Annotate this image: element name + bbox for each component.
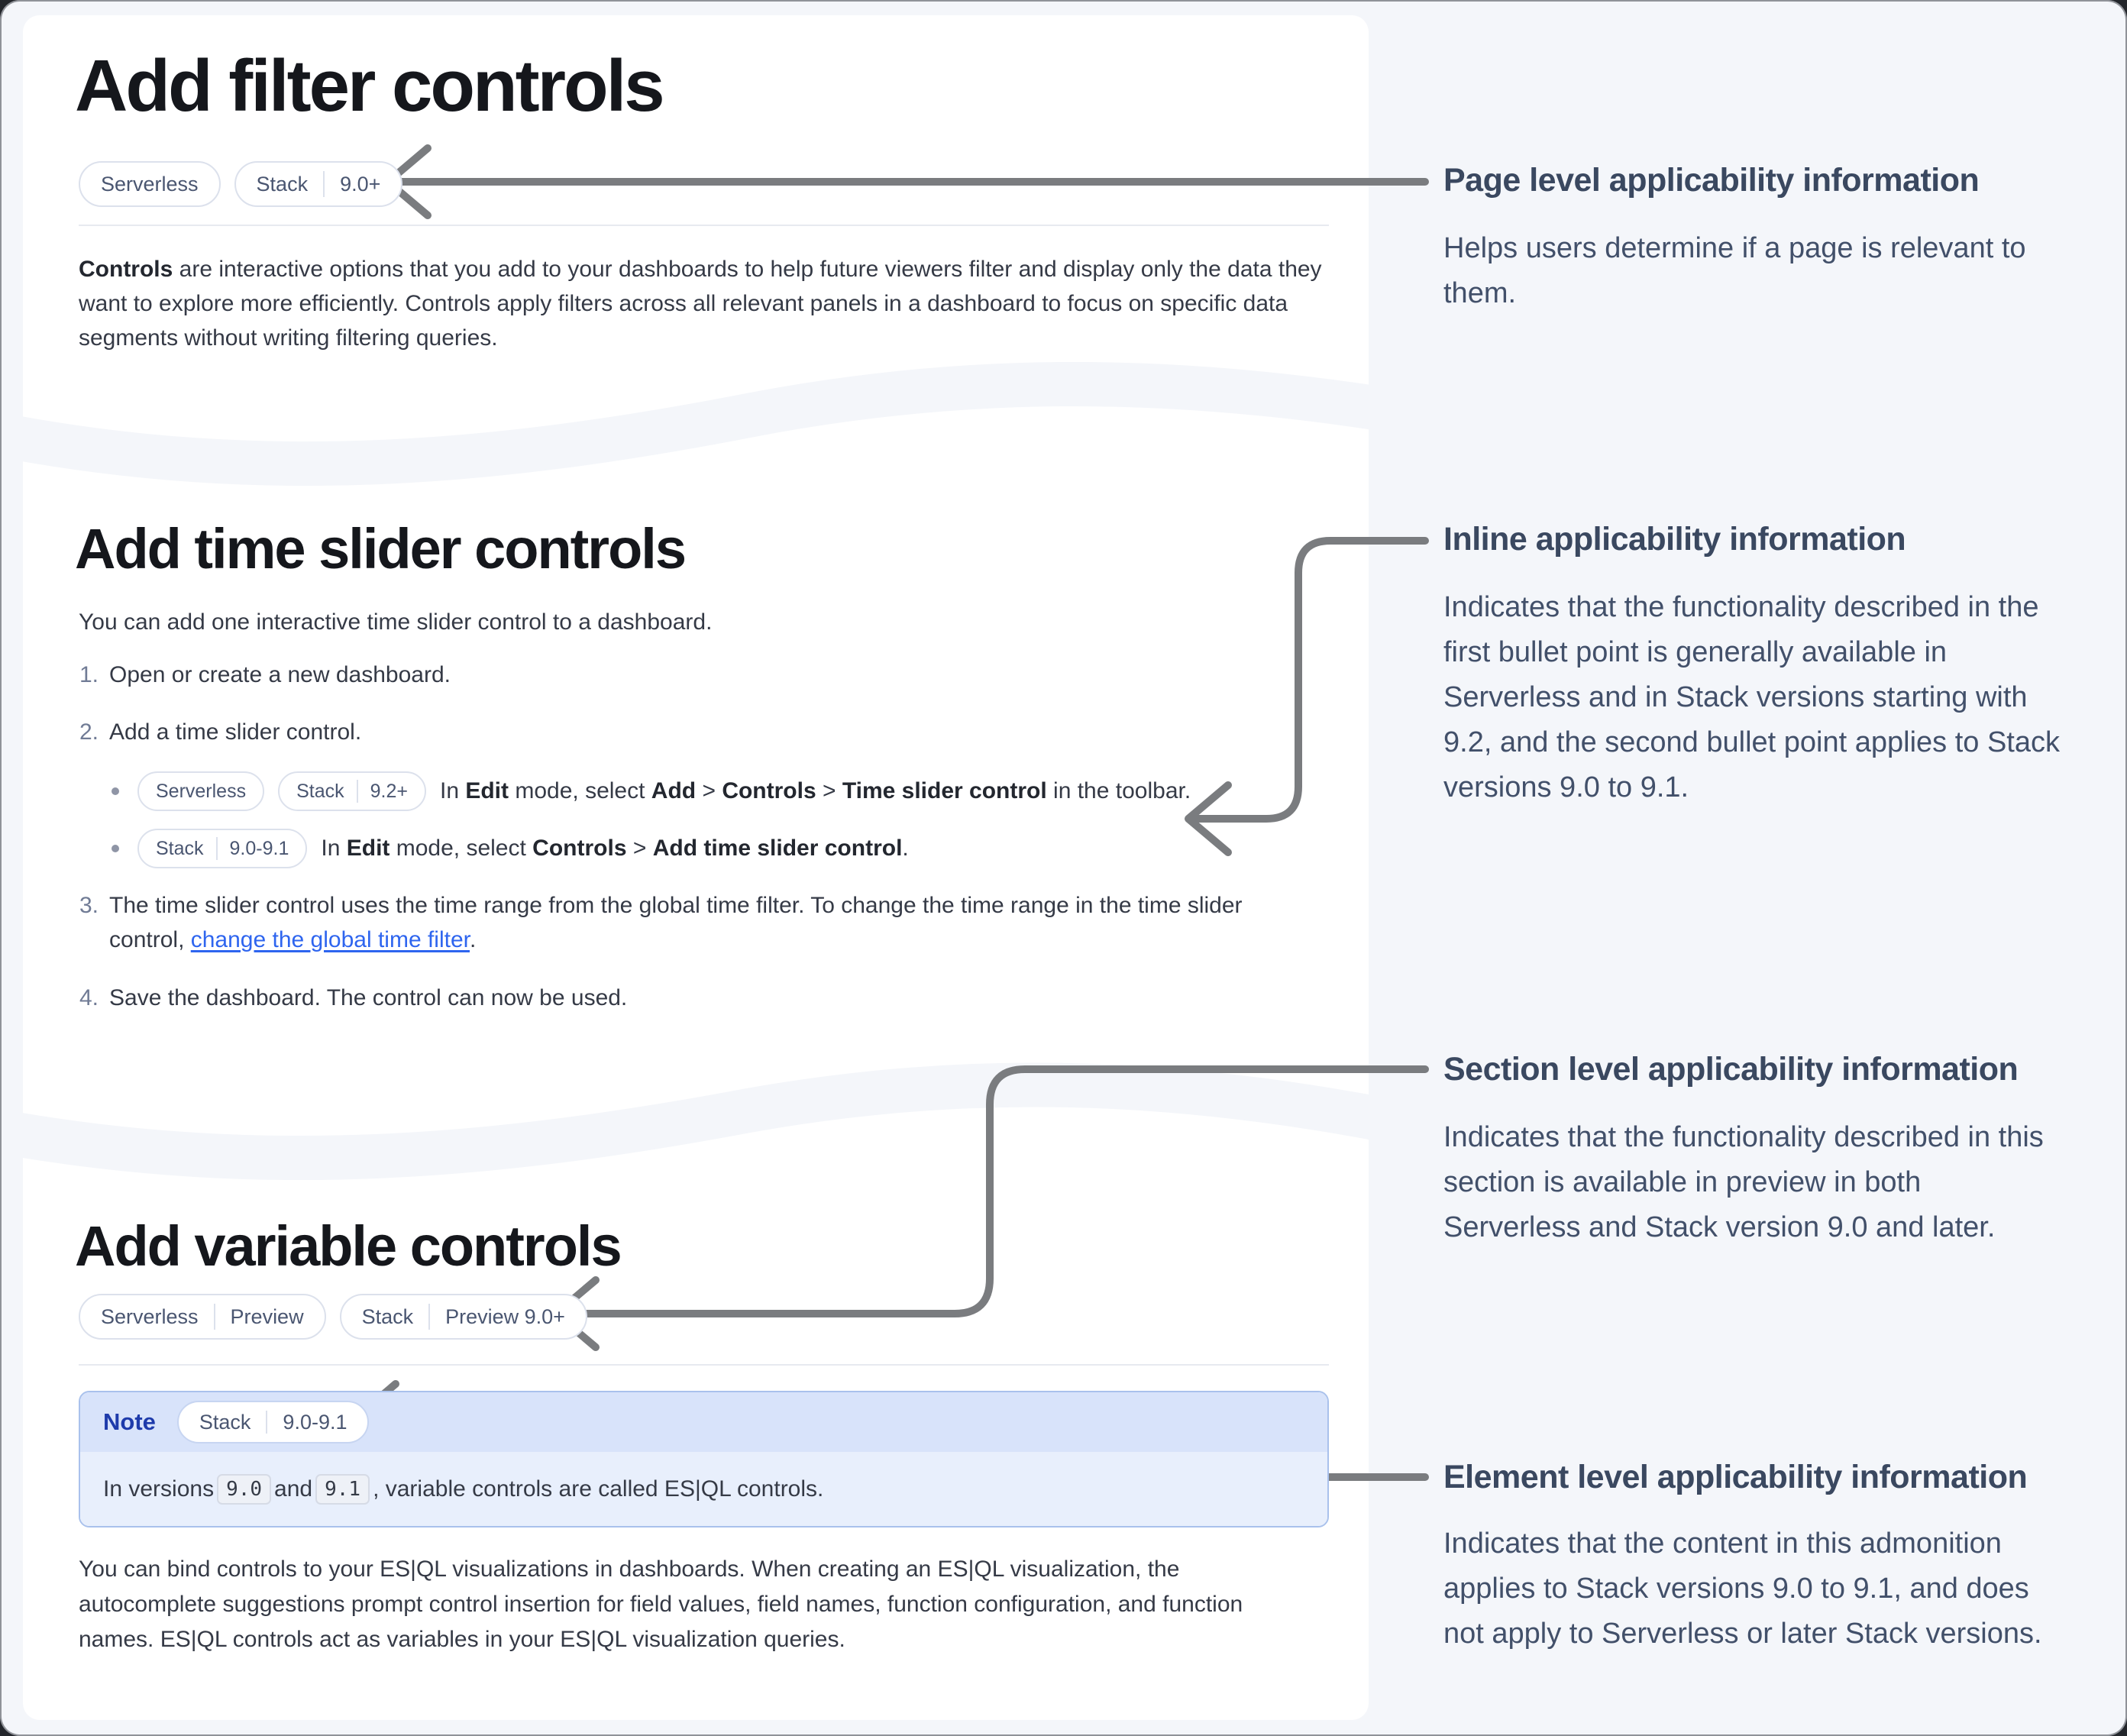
bullet-dot-icon [112, 845, 119, 852]
step-text: Add a time slider control. [109, 719, 362, 745]
time-slider-intro: You can add one interactive time slider … [79, 609, 713, 635]
step-number: 1. [79, 662, 99, 687]
section-title-variable: Add variable controls [75, 1214, 622, 1278]
arrow-inline-level-head [1185, 781, 1232, 856]
badge-serverless[interactable]: Serverless [79, 161, 221, 207]
bullet-dot-icon [112, 787, 119, 795]
sub-bullet-stack-90-91: Stack 9.0-9.1 In Edit mode, select Contr… [112, 829, 909, 868]
sub-bullet-text: In Edit mode, select Controls > Add time… [321, 836, 909, 861]
section-divider [79, 225, 1329, 226]
step-text: The time slider control uses the time ra… [109, 893, 1243, 952]
page-title: Add filter controls [75, 45, 665, 127]
step-text: Save the dashboard. The control can now … [109, 985, 628, 1010]
variable-controls-paragraph: You can bind controls to your ES|QL visu… [79, 1557, 1243, 1652]
section-applicability-badges: Serverless Preview Stack Preview 9.0+ [79, 1294, 587, 1340]
badge-version: 9.0-9.1 [283, 1410, 347, 1434]
badge-divider [323, 171, 325, 197]
badge-label: Stack [361, 1304, 414, 1328]
section-divider [79, 1364, 1329, 1366]
note-admonition: Note Stack 9.0-9.1 In versions 9.0 and 9… [79, 1391, 1329, 1527]
badge-label: Stack [199, 1410, 251, 1434]
badge-serverless[interactable]: Serverless [137, 771, 265, 811]
sub-bullet-text: In Edit mode, select Add > Controls > Ti… [439, 778, 1191, 803]
annotation-body-element-level: Indicates that the content in this admon… [1443, 1527, 2042, 1650]
badge-label: Stack [156, 837, 204, 859]
badge-divider [215, 837, 218, 860]
inline-link[interactable]: change the global time filter [190, 927, 470, 952]
step-number: 4. [79, 985, 99, 1010]
annotation-body-page-level: Helps users determine if a page is relev… [1443, 232, 2026, 309]
intro-paragraph: Controls are interactive options that yo… [79, 257, 1322, 351]
annotation-body-section-level: Indicates that the functionality describ… [1443, 1121, 2044, 1243]
badge-divider [213, 1304, 215, 1330]
step-number: 2. [79, 719, 99, 745]
badge-label: Stack [296, 780, 344, 802]
badge-label: Stack [256, 172, 309, 196]
annotation-title-inline: Inline applicability information [1443, 521, 1906, 558]
note-header: Note Stack 9.0-9.1 [80, 1392, 1327, 1452]
annotation-title-element-level: Element level applicability information [1443, 1459, 2028, 1495]
badge-version: 9.2+ [370, 780, 408, 802]
step-4: 4. Save the dashboard. The control can n… [79, 981, 627, 1015]
wave-divider-bottom [7, 1062, 1379, 1181]
step-2: 2. Add a time slider control. [79, 715, 361, 749]
step-number: 3. [79, 893, 99, 918]
badge-divider [356, 780, 358, 803]
annotation-title-section-level: Section level applicability information [1443, 1051, 2019, 1088]
wave-dividers [6, 361, 1379, 1181]
badge-label: Serverless [101, 1304, 199, 1328]
badge-stack-preview-9-0-plus[interactable]: Stack Preview 9.0+ [339, 1294, 587, 1340]
badge-lifecycle: Preview [230, 1304, 304, 1328]
section-title-time-slider: Add time slider controls [75, 517, 687, 580]
badge-divider [266, 1411, 268, 1434]
sub-bullet-serverless-stack-92: Serverless Stack 9.2+ In Edit mode, sele… [112, 771, 1191, 811]
step-3: 3. The time slider control uses the time… [79, 888, 1324, 957]
step-1: 1. Open or create a new dashboard. [79, 658, 451, 692]
note-body: In versions 9.0 and 9.1, variable contro… [80, 1452, 1327, 1526]
annotation-title-page-level: Page level applicability information [1443, 162, 1980, 199]
annotation-body-inline: Indicates that the functionality describ… [1443, 591, 2060, 803]
arrow-inline-level [1188, 537, 1429, 823]
step-text: Open or create a new dashboard. [109, 662, 451, 687]
badge-version: 9.0-9.1 [229, 837, 289, 859]
badge-stack-9-0-9-1[interactable]: Stack 9.0-9.1 [137, 829, 308, 868]
wave-divider-top [6, 361, 1379, 487]
note-label: Note [103, 1408, 156, 1435]
badge-label: Serverless [156, 780, 247, 802]
badge-stack-9-2-plus[interactable]: Stack 9.2+ [278, 771, 426, 811]
badge-lifecycle-version: Preview 9.0+ [445, 1304, 565, 1328]
badge-label: Serverless [101, 172, 199, 196]
badge-version: 9.0+ [340, 172, 381, 196]
badge-stack-9-0-9-1[interactable]: Stack 9.0-9.1 [176, 1401, 370, 1443]
arrow-section-level [555, 1065, 1429, 1317]
badge-stack-9-0-plus[interactable]: Stack 9.0+ [234, 161, 403, 207]
badge-serverless-preview[interactable]: Serverless Preview [79, 1294, 326, 1340]
page-applicability-badges: Serverless Stack 9.0+ [79, 161, 403, 207]
badge-divider [428, 1304, 431, 1330]
